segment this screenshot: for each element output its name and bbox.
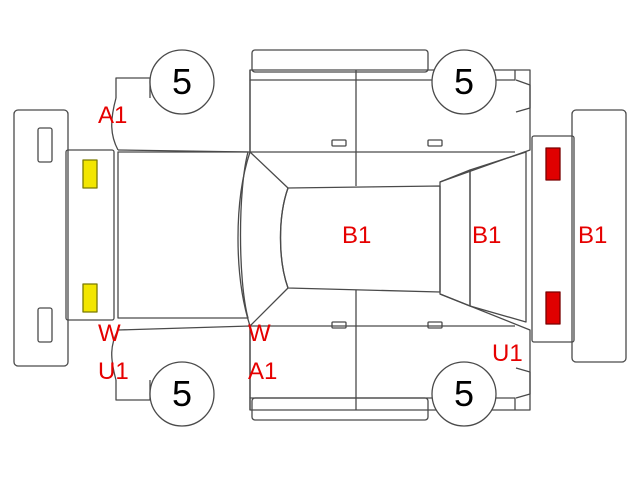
- left-side-step: [251, 49, 429, 73]
- rear-bumper: [571, 109, 627, 363]
- label-rear-right-quarter: U1: [492, 340, 523, 367]
- rear-left-lamp: [545, 147, 561, 181]
- tire-front-left: [149, 49, 215, 115]
- front-left-lamp: [82, 159, 98, 189]
- front-bumper: [13, 109, 69, 367]
- front-end-panel: [65, 149, 115, 321]
- tire-rear-right: [431, 361, 497, 427]
- label-front-right-bumper-w: W: [98, 320, 121, 347]
- label-rear-window: B1: [472, 222, 502, 249]
- label-front-right-bumper-u1: U1: [98, 358, 129, 385]
- tire-rear-right-value: 5: [453, 373, 475, 414]
- label-right-front-pillar-a1: A1: [248, 358, 278, 385]
- hood: [117, 151, 249, 319]
- roof: [279, 185, 441, 293]
- rear-right-lamp: [545, 291, 561, 325]
- right-side-step: [251, 397, 429, 421]
- front-right-lamp: [82, 283, 98, 313]
- tires: [149, 49, 497, 427]
- label-windshield-w: W: [248, 320, 271, 347]
- tire-front-left-value: 5: [171, 61, 193, 102]
- rear-end-panel: [531, 135, 575, 343]
- rear-window: [439, 151, 527, 323]
- label-front-left-fender: A1: [98, 102, 128, 129]
- tire-front-right: [149, 361, 215, 427]
- label-roof: B1: [342, 222, 372, 249]
- tire-front-right-value: 5: [171, 373, 193, 414]
- label-rear-bumper: B1: [578, 222, 608, 249]
- tire-rear-left-value: 5: [453, 61, 475, 102]
- tire-rear-left: [431, 49, 497, 115]
